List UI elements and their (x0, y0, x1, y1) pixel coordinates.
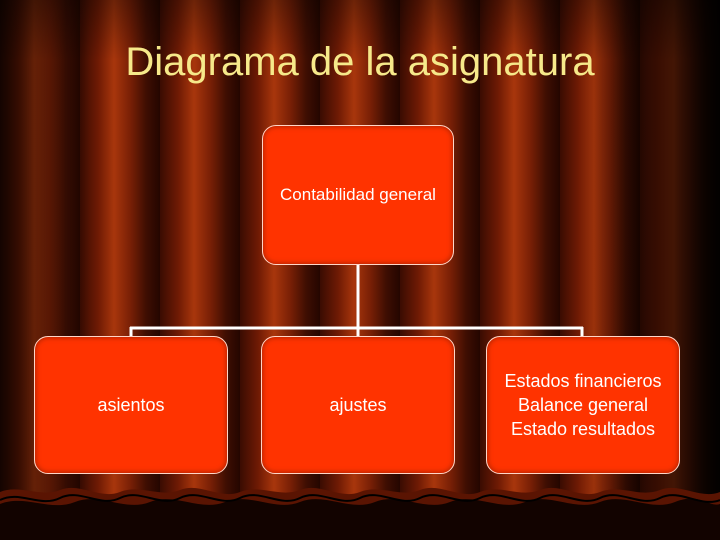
node-asientos: asientos (34, 336, 228, 474)
node-ajustes-label: ajustes (329, 395, 387, 415)
curtain-hem (0, 487, 720, 540)
node-estados-line-3: Estado resultados (510, 419, 656, 439)
node-ajustes: ajustes (261, 336, 455, 474)
node-contabilidad-general: Contabilidad general (262, 125, 454, 265)
node-asientos-label: asientos (97, 395, 165, 415)
node-estados-line-1: Estados financieros (504, 371, 662, 391)
node-root-label: Contabilidad general (280, 185, 436, 204)
node-estados-financieros: Estados financieros Balance general Esta… (486, 336, 680, 474)
slide-title: Diagrama de la asignatura (125, 40, 595, 84)
node-estados-line-2: Balance general (517, 395, 649, 415)
